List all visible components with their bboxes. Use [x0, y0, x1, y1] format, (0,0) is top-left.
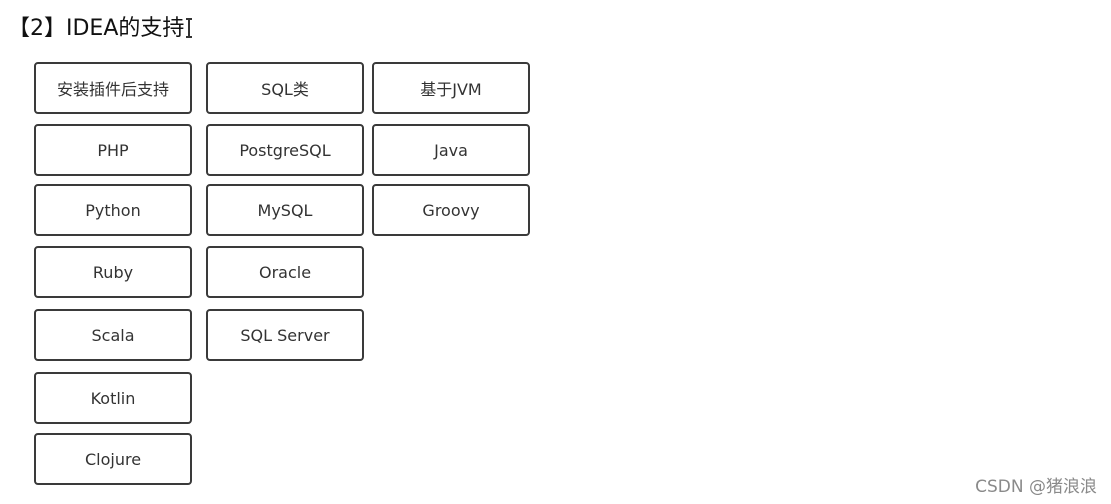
column-header-sql: SQL类	[206, 62, 364, 114]
text-cursor-icon	[186, 18, 193, 38]
watermark: CSDN @猪浪浪	[975, 477, 1097, 497]
language-box-python: Python	[34, 184, 192, 236]
database-box-postgresql: PostgreSQL	[206, 124, 364, 176]
database-box-sql-server: SQL Server	[206, 309, 364, 361]
page-title-text: 【2】IDEA的支持	[8, 16, 185, 41]
database-box-oracle: Oracle	[206, 246, 364, 298]
language-box-kotlin: Kotlin	[34, 372, 192, 424]
database-box-mysql: MySQL	[206, 184, 364, 236]
language-box-clojure: Clojure	[34, 433, 192, 485]
column-header-jvm: 基于JVM	[372, 62, 530, 114]
language-box-scala: Scala	[34, 309, 192, 361]
language-box-php: PHP	[34, 124, 192, 176]
language-box-java: Java	[372, 124, 530, 176]
language-box-ruby: Ruby	[34, 246, 192, 298]
page-title: 【2】IDEA的支持	[8, 13, 193, 45]
language-box-groovy: Groovy	[372, 184, 530, 236]
column-header-plugin-support: 安装插件后支持	[34, 62, 192, 114]
